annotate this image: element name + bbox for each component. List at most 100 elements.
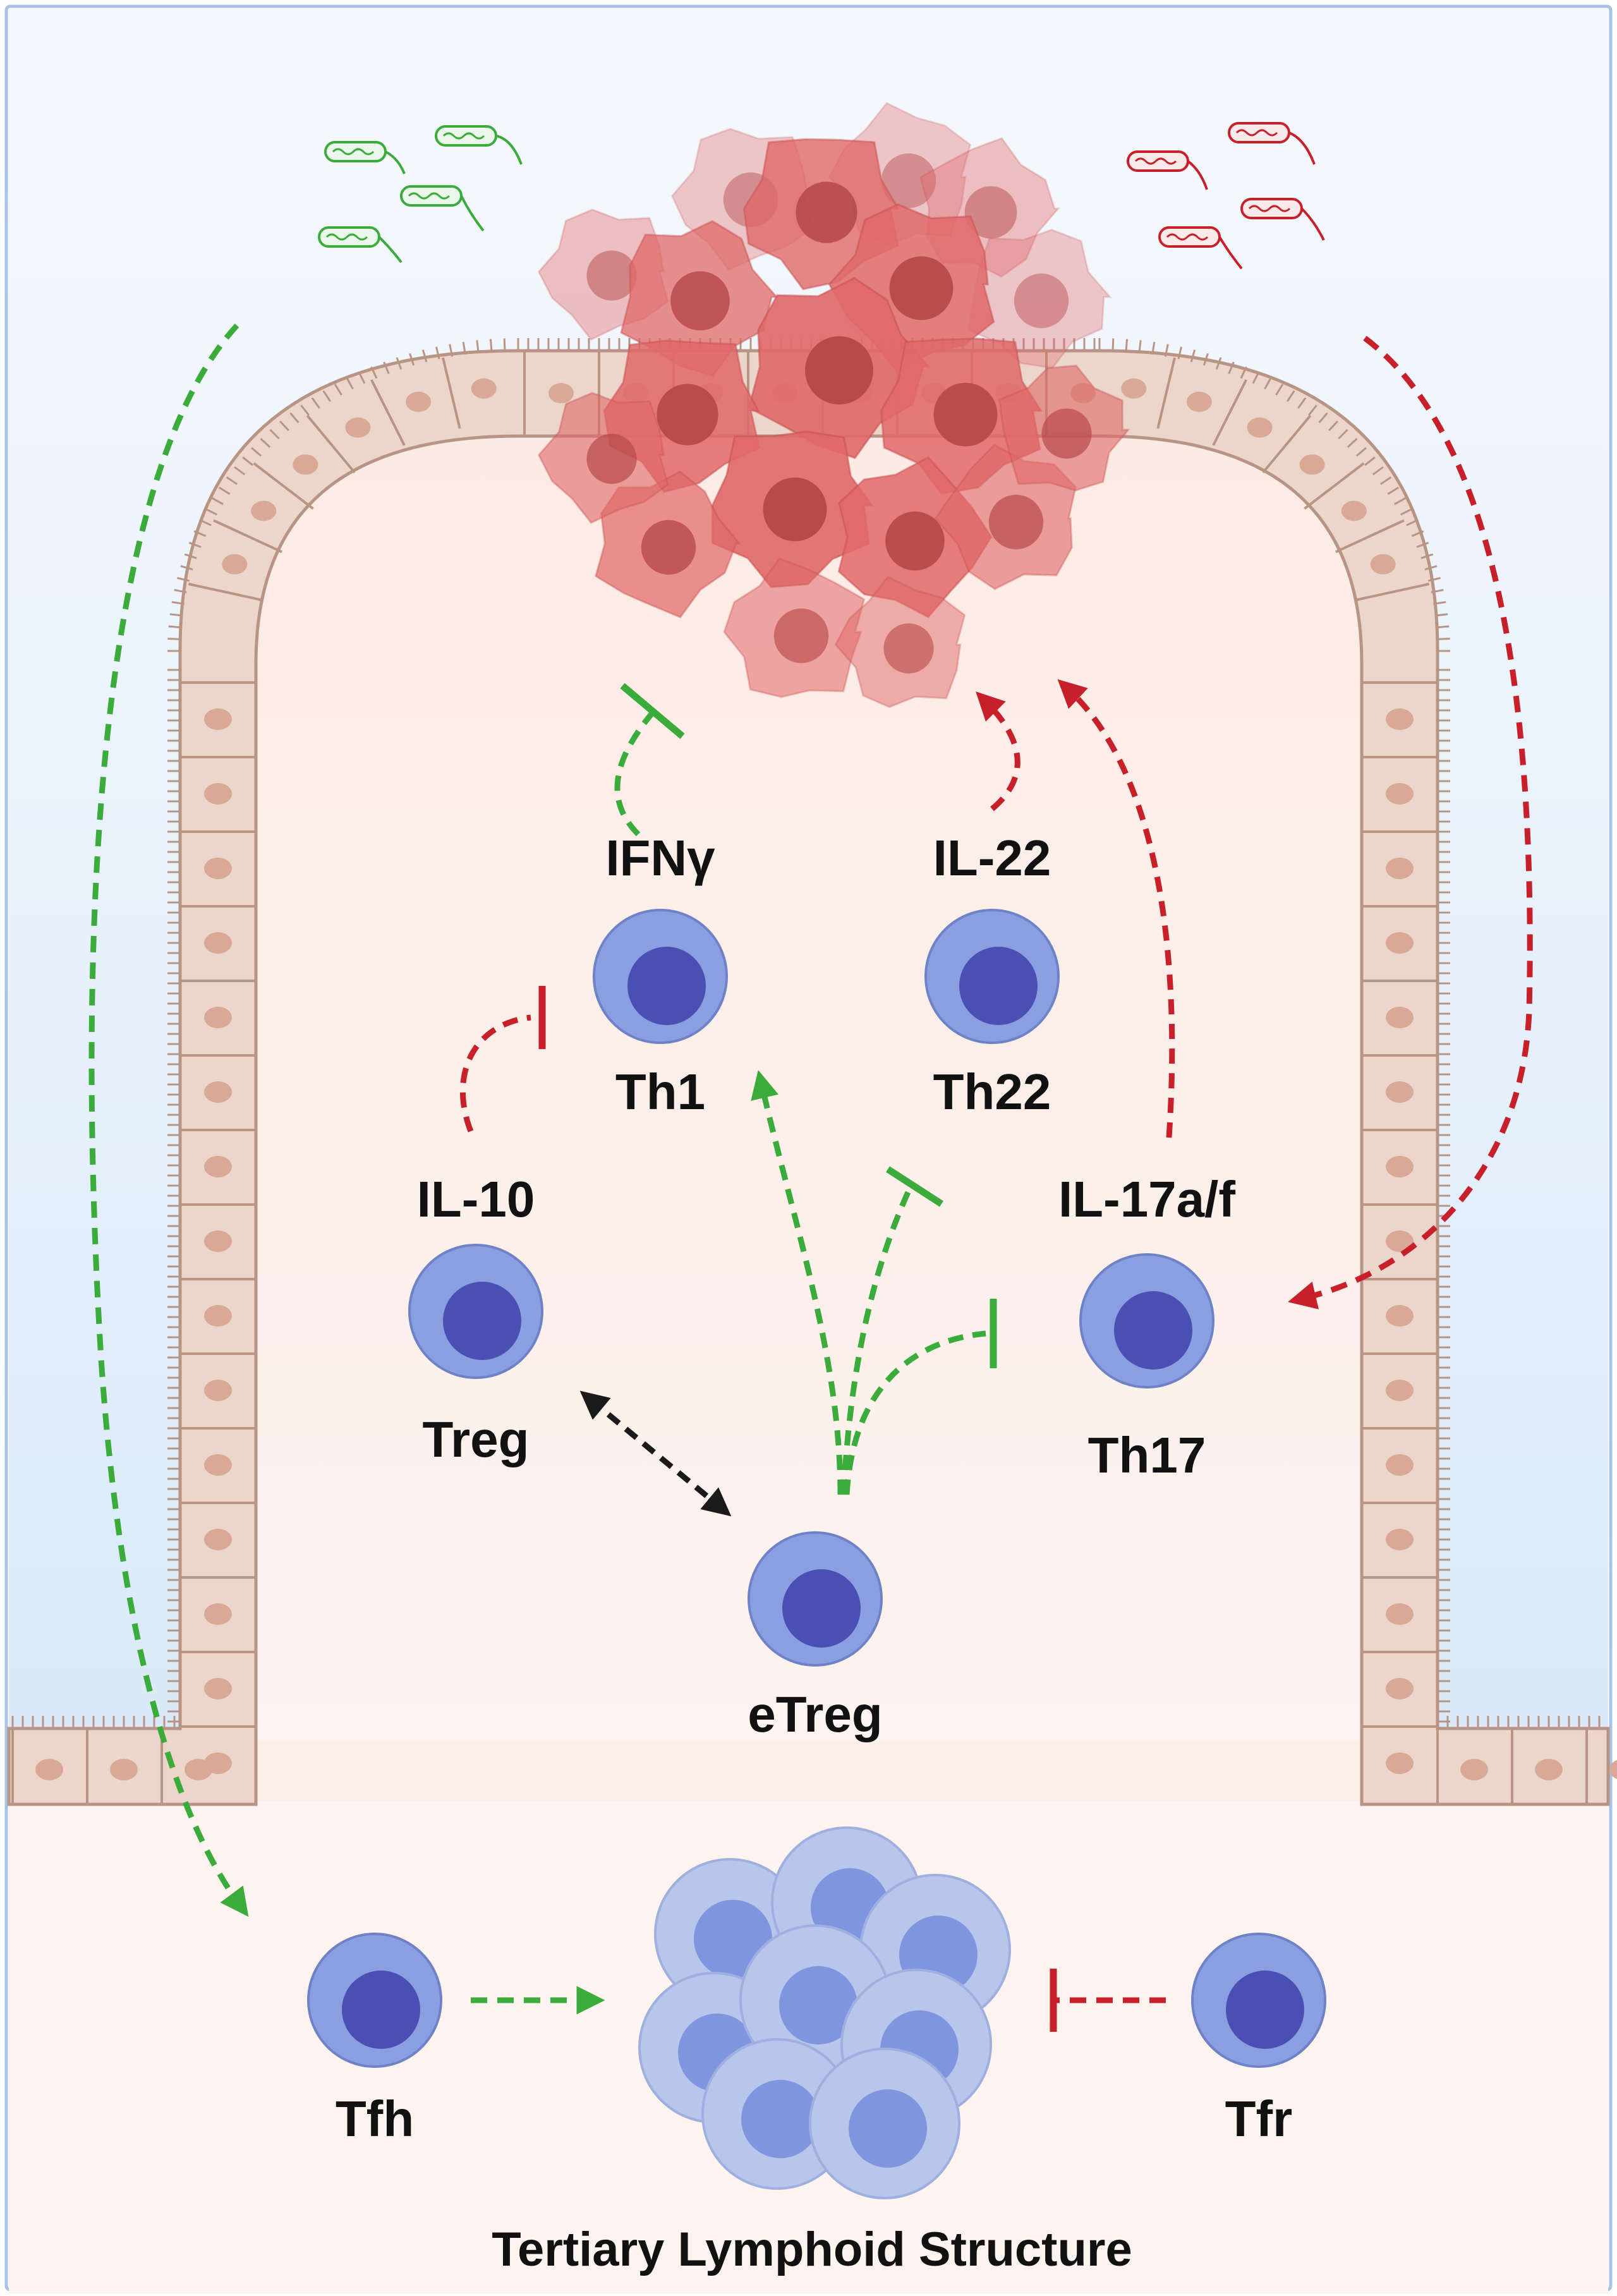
etreg-inhibit-th22-arrow [840,1187,913,1495]
epithelial-nucleus [1386,1752,1414,1774]
etreg-label: eTreg [748,1686,882,1742]
th22-cell [924,909,1060,1044]
microvillus [1400,507,1413,516]
microvillus [1431,588,1444,593]
tls-title: Tertiary Lymphoid Structure [492,2223,1132,2276]
tumor-cell-nucleus [641,519,696,575]
tfh-cell [307,1933,442,2068]
microvillus [346,377,354,390]
epithelial-nucleus [1247,417,1273,438]
epithelial-nucleus [1121,378,1147,399]
microvillus [180,565,193,571]
microvillus [269,428,280,440]
epithelial-nucleus [222,554,248,574]
tumor-cell-nucleus [670,271,730,331]
epithelial-nucleus [204,1007,232,1028]
t-cell-nucleus [1226,1971,1304,2049]
microvillus [212,497,224,506]
microvillus [174,588,187,593]
microvillus [1416,542,1429,549]
tumor-cell-nucleus [586,250,637,301]
commensal-to-tfh-arrow [88,323,249,1917]
villus-core [256,436,1362,1741]
epithelial-nucleus [1370,554,1396,574]
microvillus [279,420,289,432]
microvillus [1433,601,1446,605]
tumor-cell-nucleus [1014,273,1069,329]
epithelial-cell-divider [1335,519,1405,554]
microvillus [462,341,466,355]
epithelial-nucleus [204,783,232,805]
epithelial-nucleus [110,1759,138,1780]
microvillus [1275,384,1284,396]
il22-label: IL-22 [933,830,1051,886]
t-cell-nucleus [1114,1291,1192,1370]
microvillus [169,613,183,617]
epithelial-cell-divider [1212,379,1247,446]
red-bacteria-icon [1127,122,1325,270]
microvillus [242,456,253,466]
t-cell-nucleus [443,1282,521,1360]
epithelial-cell-divider [253,462,314,510]
epithelial-nucleus [204,1529,232,1550]
microvillus [435,346,440,360]
epithelial-nucleus [185,1759,212,1780]
epithelial-nucleus [471,378,497,399]
epithelial-nucleus [1386,783,1414,805]
epithelial-cell-divider [306,415,356,473]
microvillus [199,519,212,526]
epithelial-nucleus [1609,1759,1617,1780]
epithelial-nucleus [406,391,432,412]
tls-lymphocyte-nucleus [779,1966,857,2044]
epithelial-cell-divider [1156,357,1176,429]
tumor-cell-nucleus [889,256,954,320]
microvillus [1347,437,1358,448]
microvillus [1264,377,1272,390]
microvillus [1424,565,1438,571]
il17-promote-tumor-arrow [1057,679,1175,1138]
tumor-cell-nucleus [881,153,936,209]
epithelial-nucleus [204,1454,232,1476]
microvillus [1308,404,1317,416]
microvillus [489,339,493,352]
epithelial-nucleus [204,1156,232,1177]
ifng-label: IFNγ [605,830,715,886]
microvillus [370,366,378,379]
etreg-cell [748,1531,883,1667]
etreg-inhibit-th22-bar [886,1166,943,1207]
th17-label: Th17 [1088,1427,1206,1483]
tumor-cell-nucleus [1041,408,1092,459]
microvillus [1437,638,1450,640]
th1-label: Th1 [615,1064,705,1120]
etreg-promote-th1-arrow [751,1070,844,1495]
microvillus [1297,397,1307,409]
epithelial-nucleus [1386,1603,1414,1625]
epithelial-nucleus [35,1759,63,1780]
microvillus [1151,341,1156,355]
tumor-cell-nucleus [586,434,637,484]
epithelial-nucleus [1535,1759,1563,1780]
microvillus [1372,466,1384,476]
microvillus [1240,366,1247,379]
th22-label: Th22 [933,1064,1051,1120]
microvillus [322,390,332,402]
epithelial-nucleus [204,1678,232,1699]
microvillus [1338,428,1348,440]
epithelial-nucleus [204,932,232,954]
microvillus [421,349,428,363]
tertiary-lymphoid-structure-icon [638,1826,1011,2199]
epithelial-nucleus [548,383,574,403]
epithelial-nucleus [1460,1759,1488,1780]
microvillus [1328,420,1338,432]
tumor-cell-nucleus [988,494,1044,550]
il22-promote-tumor-arrow [976,691,1020,811]
tumor-cell-cluster-icon [537,102,1131,708]
epithelium-layer [7,349,1610,1806]
green-bacteria-icon [318,125,523,264]
tls-lymphocyte-nucleus [741,2080,820,2158]
microvillus [396,357,403,370]
microvillus [1420,553,1434,559]
microvillus [1436,625,1450,629]
treg-cell [408,1244,543,1379]
epithelial-cell-divider [1304,462,1365,510]
